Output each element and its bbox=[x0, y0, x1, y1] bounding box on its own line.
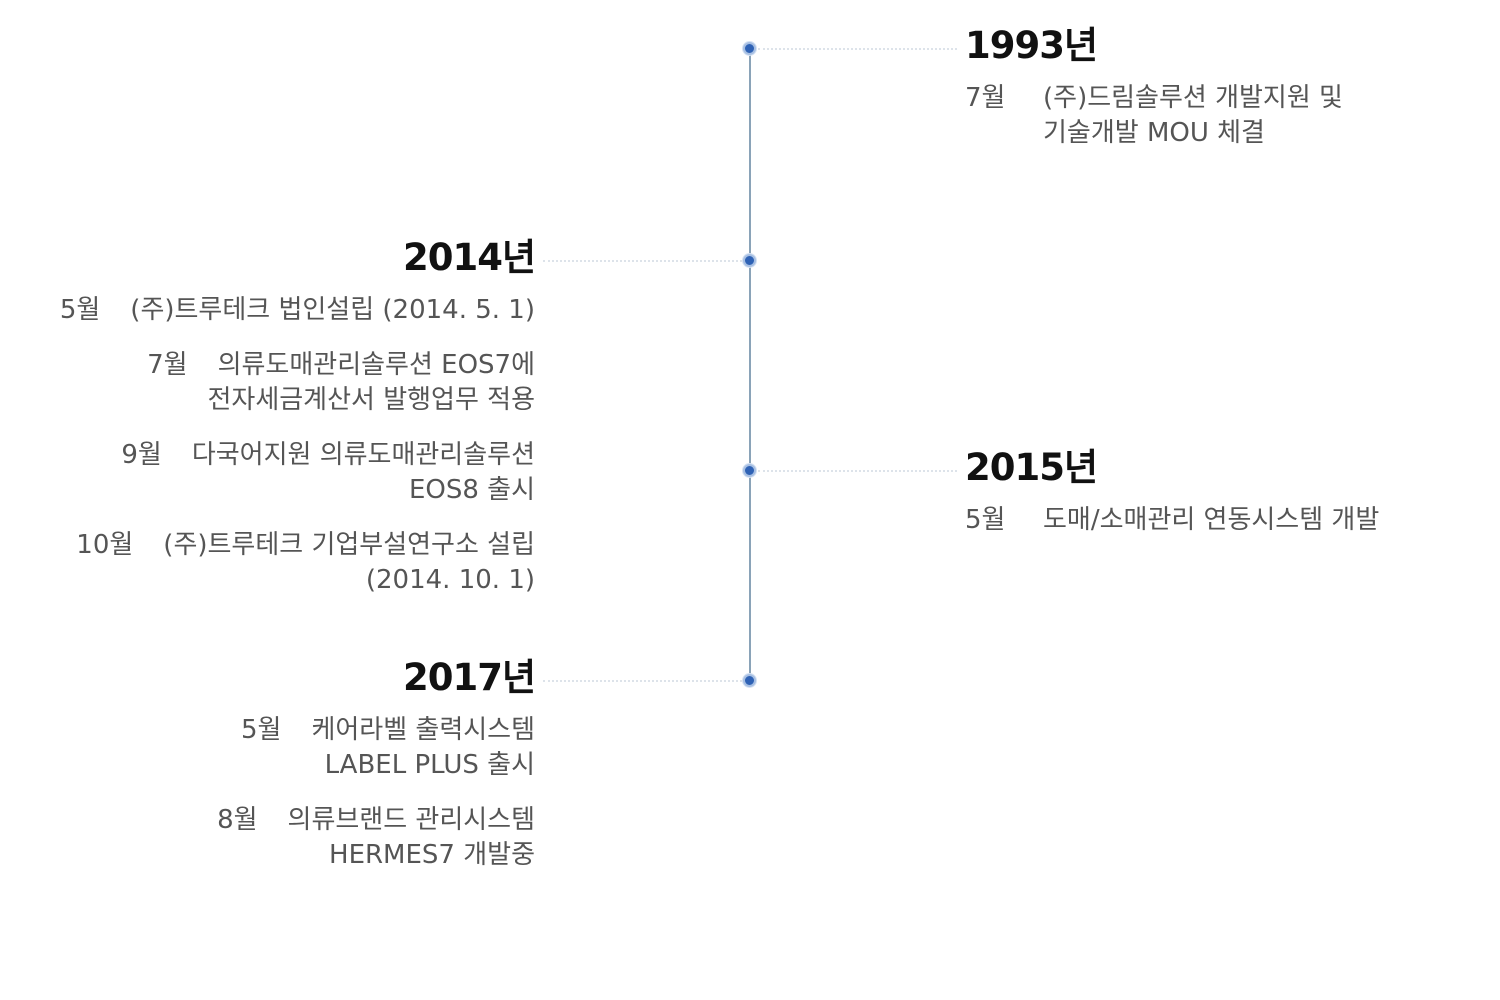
entry-month: 5월 bbox=[59, 295, 101, 325]
history-entry: 5월 케어라벨 출력시스템 LABEL PLUS 출시 bbox=[241, 713, 535, 783]
entry-description: 5월 (주)트루테크 법인설립 (2014. 5. 1) bbox=[60, 293, 535, 328]
entry-description-text: 도매/소매관리 연동시스템 개발 bbox=[1043, 505, 1380, 535]
entry-month: 7월 bbox=[965, 83, 1006, 113]
year-heading: 1993년 bbox=[965, 24, 1098, 67]
timeline-node bbox=[743, 674, 756, 687]
timeline-node bbox=[743, 254, 756, 267]
entry-month: 8월 bbox=[217, 805, 258, 835]
entry-description: 7월 의류도매관리솔루션 EOS7에 bbox=[147, 348, 535, 383]
entry-description: 10월 (주)트루테크 기업부설연구소 설립 bbox=[76, 528, 535, 563]
connector-line bbox=[758, 48, 957, 50]
connector-line bbox=[543, 260, 742, 262]
entry-description-text: (주)트루테크 기업부설연구소 설립 bbox=[163, 530, 535, 560]
entry-month: 9월 bbox=[121, 440, 162, 470]
entry-description-text: 케어라벨 출력시스템 bbox=[311, 715, 535, 745]
history-entry: 5월 도매/소매관리 연동시스템 개발 bbox=[965, 503, 1379, 538]
entry-description: LABEL PLUS 출시 bbox=[324, 750, 535, 780]
entry-description-text: 다국어지원 의류도매관리솔루션 bbox=[191, 440, 535, 470]
entry-month: 10월 bbox=[76, 530, 134, 560]
entry-month: 7월 bbox=[147, 350, 188, 380]
timeline-node bbox=[743, 464, 756, 477]
connector-line bbox=[758, 470, 957, 472]
entry-description: 8월 의류브랜드 관리시스템 bbox=[217, 803, 535, 838]
entry-description: 전자세금계산서 발행업무 적용 bbox=[207, 385, 536, 415]
timeline-axis bbox=[749, 49, 751, 682]
entry-description-text: (주)드림솔루션 개발지원 및 bbox=[1043, 83, 1343, 113]
entry-description: 도매/소매관리 연동시스템 개발 bbox=[1043, 503, 1379, 538]
entry-description: EOS8 출시 bbox=[408, 475, 535, 505]
year-heading: 2014년 bbox=[402, 236, 536, 279]
entry-description: (2014. 10. 1) bbox=[365, 565, 535, 595]
entry-description-text: 기술개발 MOU 체결 bbox=[1043, 118, 1265, 148]
year-heading: 2017년 bbox=[402, 656, 536, 699]
entry-description-text: (주)트루테크 법인설립 (2014. 5. 1) bbox=[130, 295, 535, 325]
history-entry: 10월 (주)트루테크 기업부설연구소 설립 (2014. 10. 1) bbox=[76, 528, 535, 598]
entry-month: 5월 bbox=[965, 505, 1006, 535]
entry-description-text: 의류도매관리솔루션 EOS7에 bbox=[217, 350, 535, 380]
history-entry: 8월 의류브랜드 관리시스템 HERMES7 개발중 bbox=[217, 803, 535, 873]
timeline-node bbox=[743, 42, 756, 55]
connector-line bbox=[543, 680, 742, 682]
entry-month: 5월 bbox=[240, 715, 282, 745]
year-heading: 2015년 bbox=[965, 446, 1098, 489]
entry-description-text: 의류브랜드 관리시스템 bbox=[287, 805, 535, 835]
history-entry: 5월 (주)트루테크 법인설립 (2014. 5. 1) bbox=[60, 293, 535, 328]
history-entry: 9월 다국어지원 의류도매관리솔루션 EOS8 출시 bbox=[121, 438, 535, 508]
entry-description: 9월 다국어지원 의류도매관리솔루션 bbox=[121, 438, 535, 473]
entry-description: 5월 케어라벨 출력시스템 bbox=[241, 713, 535, 748]
entry-description: HERMES7 개발중 bbox=[329, 840, 535, 870]
